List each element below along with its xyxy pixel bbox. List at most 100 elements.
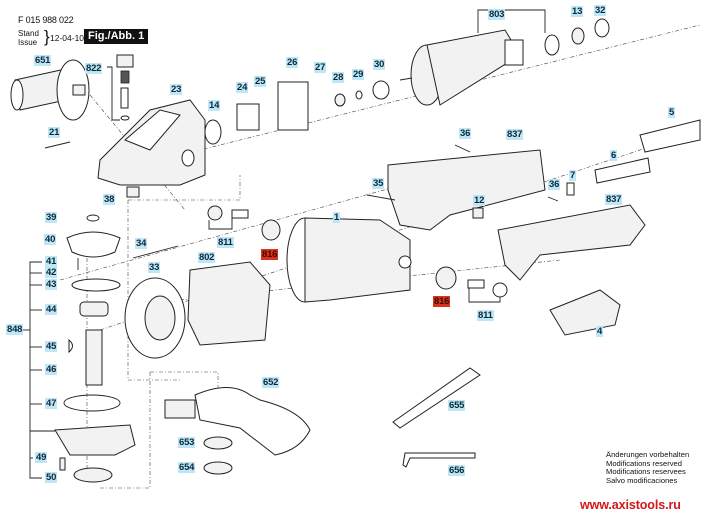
part-label-1[interactable]: 1 xyxy=(333,212,341,223)
part-label-811-b[interactable]: 811 xyxy=(477,310,494,321)
part-label-28[interactable]: 28 xyxy=(332,72,345,83)
cable-clamp-part xyxy=(566,182,575,196)
stator-part xyxy=(187,261,271,346)
part-label-36[interactable]: 36 xyxy=(459,128,472,139)
screw-part xyxy=(44,141,71,149)
wheel-guard-part xyxy=(164,387,311,456)
part-label-44[interactable]: 44 xyxy=(45,304,58,315)
carbon-brush-part xyxy=(467,279,485,289)
bushing-part xyxy=(126,186,140,198)
part-label-42[interactable]: 42 xyxy=(45,267,58,278)
part-label-49[interactable]: 49 xyxy=(35,452,48,463)
handle-half-part xyxy=(387,149,546,231)
part-label-43[interactable]: 43 xyxy=(45,279,58,290)
part-label-651[interactable]: 651 xyxy=(34,55,52,66)
auxiliary-handle-part xyxy=(10,59,90,121)
stand-issue-label: Stand Issue xyxy=(18,29,39,47)
hex-key-part xyxy=(402,452,476,468)
brush-cap-part xyxy=(492,282,508,298)
part-label-14[interactable]: 14 xyxy=(208,100,221,111)
part-label-7[interactable]: 7 xyxy=(569,170,577,181)
assembly-bracket-dash xyxy=(127,200,180,381)
part-label-5[interactable]: 5 xyxy=(668,107,676,118)
screw-part xyxy=(454,144,471,153)
armature-part xyxy=(399,29,524,106)
cable-part xyxy=(639,119,701,153)
part-label-30[interactable]: 30 xyxy=(373,59,386,70)
assembly-axis xyxy=(59,179,421,281)
label-bracket xyxy=(468,288,501,303)
part-label-837-b[interactable]: 837 xyxy=(605,194,623,205)
part-label-822[interactable]: 822 xyxy=(85,63,103,74)
part-label-654[interactable]: 654 xyxy=(178,462,196,473)
spring-lock-part xyxy=(116,54,134,121)
figure-badge: Fig./Abb. 1 xyxy=(84,29,149,44)
part-label-816-b-highlighted[interactable]: 816 xyxy=(433,296,451,307)
part-label-802[interactable]: 802 xyxy=(198,252,216,263)
issue-label: Issue xyxy=(18,38,38,47)
part-label-652[interactable]: 652 xyxy=(262,377,280,388)
handle-half-part xyxy=(497,204,646,281)
part-label-816-highlighted[interactable]: 816 xyxy=(261,249,279,260)
clamp-nut-part xyxy=(203,461,233,475)
flange-part xyxy=(203,436,233,450)
part-label-4[interactable]: 4 xyxy=(596,326,604,337)
part-label-25[interactable]: 25 xyxy=(254,76,267,87)
part-label-653[interactable]: 653 xyxy=(178,437,196,448)
motor-housing-part xyxy=(286,217,412,303)
modification-notice: Änderungen vorbehalten Modifications res… xyxy=(606,450,690,485)
part-label-50[interactable]: 50 xyxy=(45,472,58,483)
part-label-803[interactable]: 803 xyxy=(488,9,506,20)
bearing-part xyxy=(204,119,222,145)
brace-glyph: } xyxy=(44,27,50,46)
air-baffle-inner xyxy=(144,295,176,341)
part-label-35[interactable]: 35 xyxy=(372,178,385,189)
part-label-811[interactable]: 811 xyxy=(217,237,234,248)
part-label-23[interactable]: 23 xyxy=(170,84,183,95)
notice-de: Änderungen vorbehalten xyxy=(606,450,690,459)
part-label-26[interactable]: 26 xyxy=(286,57,299,68)
part-label-6[interactable]: 6 xyxy=(610,150,618,161)
spanner-part xyxy=(392,367,481,429)
plate-part xyxy=(71,278,121,292)
pad-part xyxy=(472,207,484,219)
assembly-axis xyxy=(159,24,701,161)
part-label-27[interactable]: 27 xyxy=(314,62,327,73)
bearing-part xyxy=(79,301,109,317)
part-label-38[interactable]: 38 xyxy=(103,194,116,205)
carbon-brush-part xyxy=(231,209,249,219)
bracket-822 xyxy=(107,66,120,121)
part-label-39[interactable]: 39 xyxy=(45,212,58,223)
gasket-part xyxy=(236,103,260,131)
part-label-33[interactable]: 33 xyxy=(148,262,161,273)
part-label-29[interactable]: 29 xyxy=(352,69,365,80)
part-label-46[interactable]: 46 xyxy=(45,364,58,375)
brush-cap-part xyxy=(207,205,223,221)
part-label-656[interactable]: 656 xyxy=(448,465,466,476)
part-label-45[interactable]: 45 xyxy=(45,341,58,352)
fan-hub-part xyxy=(372,80,390,100)
o-ring-part xyxy=(63,394,121,412)
washer-part xyxy=(355,90,363,100)
notice-es: Salvo modificaciones xyxy=(606,475,678,485)
part-label-848[interactable]: 848 xyxy=(6,324,24,335)
guard-bracket-dash xyxy=(98,372,151,489)
washer-part xyxy=(544,34,560,56)
watermark-url[interactable]: www.axistools.ru xyxy=(580,498,681,512)
notice-fr: Modifications reservees xyxy=(606,467,686,477)
part-label-655[interactable]: 655 xyxy=(448,400,466,411)
screw-part xyxy=(547,196,559,202)
part-label-41[interactable]: 41 xyxy=(45,256,58,267)
part-label-47[interactable]: 47 xyxy=(45,398,58,409)
part-label-32[interactable]: 32 xyxy=(594,5,607,16)
part-label-13[interactable]: 13 xyxy=(571,6,584,17)
part-label-34[interactable]: 34 xyxy=(135,238,148,249)
part-label-40[interactable]: 40 xyxy=(44,234,57,245)
part-label-24[interactable]: 24 xyxy=(236,82,249,93)
part-label-12[interactable]: 12 xyxy=(473,195,486,206)
part-label-21[interactable]: 21 xyxy=(48,127,61,138)
part-label-837[interactable]: 837 xyxy=(506,129,524,140)
screw-part xyxy=(59,457,66,471)
part-label-36-b[interactable]: 36 xyxy=(548,179,561,190)
